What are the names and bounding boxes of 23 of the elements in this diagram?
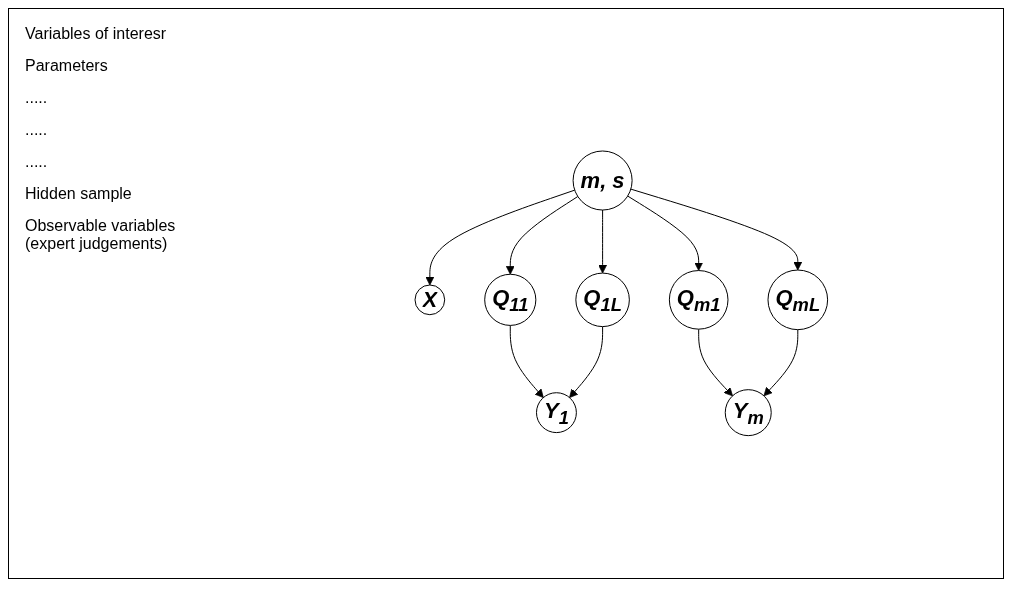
note-text: ..... [25, 89, 49, 107]
arrow [630, 188, 802, 271]
arrow [626, 195, 703, 272]
note-text: Observable variables (expert judgements) [25, 217, 177, 253]
node-circle: Q$_{mL}$ [767, 269, 828, 331]
note-text: ..... [25, 121, 49, 139]
node-circle: m, s [572, 150, 633, 211]
node-circle: Q$_{11}$ [483, 273, 537, 327]
node-circle: Q$_{m1}$ [668, 270, 729, 330]
arrow [425, 189, 575, 286]
arrow [568, 326, 603, 399]
node-circle: Y$_{1}$ [535, 392, 577, 434]
arrow [509, 325, 544, 399]
note-text: Variables of interesr [25, 25, 168, 43]
note-text: ..... [25, 153, 49, 171]
arrow [505, 196, 578, 275]
arrow [697, 328, 733, 397]
node-circle: Y$_{m}$ [724, 389, 772, 437]
arrow [763, 329, 798, 397]
arrow [597, 209, 607, 274]
node-circle: Q$_{1L}$ [575, 272, 630, 328]
note-text: Parameters [25, 57, 109, 75]
note-text: Hidden sample [25, 185, 133, 203]
